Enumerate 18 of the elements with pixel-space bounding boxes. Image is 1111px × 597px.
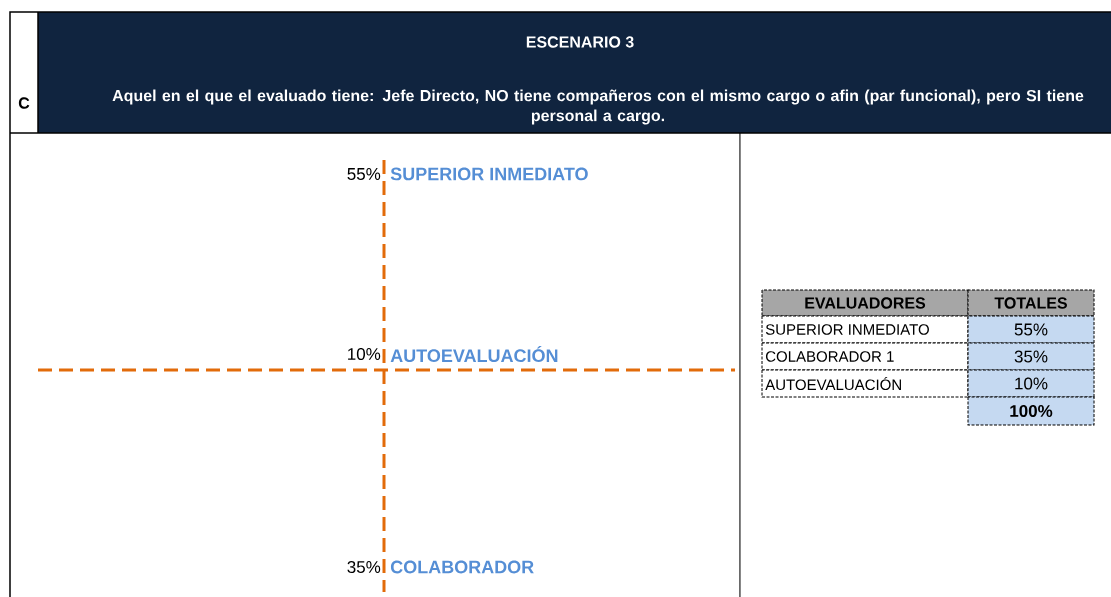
table-cell: SUPERIOR INMEDIATO bbox=[761, 315, 969, 344]
percentage: 55% bbox=[347, 168, 381, 180]
table-cell: AUTOEVALUACIÓN bbox=[761, 369, 969, 398]
title: ESCENARIO 3 bbox=[526, 36, 634, 48]
row-letter: C bbox=[18, 97, 30, 109]
evaluator-label: COLABORADOR bbox=[390, 560, 534, 574]
description: Aquel en el que el evaluado tiene: Jefe Directo, NO tiene compañeros con el mismo cargo o afin (par funcional), pero SI tiene personal a cargo. bbox=[112, 89, 1084, 125]
table-cell: COLABORADOR 1 bbox=[761, 342, 969, 371]
table-cell: 35% bbox=[967, 342, 1095, 371]
evaluator-label: AUTOEVALUACIÓN bbox=[390, 345, 558, 363]
percentage: 10% bbox=[348, 348, 381, 361]
evaluator-label: SUPERIOR INMEDIATO bbox=[390, 167, 588, 181]
header-cell: TOTALES bbox=[967, 289, 1095, 317]
header-cell: EVALUADORES bbox=[761, 289, 969, 317]
percentage: 35% bbox=[347, 561, 381, 574]
table-cell: 10% bbox=[967, 369, 1095, 398]
total-cell: 100% bbox=[967, 396, 1095, 426]
table-cell: 55% bbox=[967, 315, 1095, 344]
